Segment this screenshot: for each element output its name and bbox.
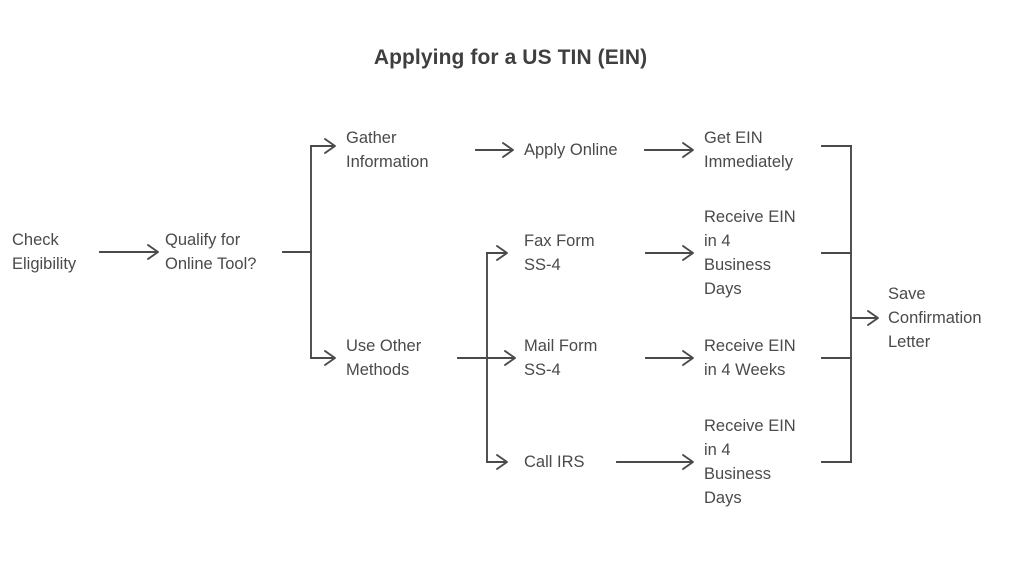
edge-mail-to-receive-arrowhead xyxy=(682,350,694,366)
node-receive-ein-call[interactable]: Receive EIN in 4 Business Days xyxy=(704,417,796,507)
node-apply-online[interactable]: Apply Online xyxy=(524,141,618,159)
edge-split-to-other-arrowhead xyxy=(324,350,336,366)
edge-split2-to-fax-arrowhead xyxy=(496,245,508,261)
node-qualify-online[interactable]: Qualify for Online Tool? xyxy=(165,231,257,273)
page-title: Applying for a US TIN (EIN) xyxy=(373,46,648,69)
node-use-other-methods[interactable]: Use Other Methods xyxy=(346,337,422,379)
edge-fax-to-receive-arrowhead xyxy=(682,245,694,261)
node-get-ein-immediately[interactable]: Get EIN Immediately xyxy=(704,129,793,171)
edge-split2-to-call-arrowhead xyxy=(496,454,508,470)
node-call-irs[interactable]: Call IRS xyxy=(524,453,585,471)
edge-split-to-gather-arrowhead xyxy=(324,138,336,154)
node-receive-ein-fax[interactable]: Receive EIN in 4 Business Days xyxy=(704,208,796,298)
edge-call-to-receive-arrowhead xyxy=(682,454,694,470)
edge-apply-to-getein-arrowhead xyxy=(682,142,694,158)
node-mail-form[interactable]: Mail Form SS-4 xyxy=(524,337,598,379)
node-save-confirmation[interactable]: Save Confirmation Letter xyxy=(888,285,982,351)
edge-merge-to-save-arrowhead xyxy=(867,310,879,326)
node-receive-ein-mail[interactable]: Receive EIN in 4 Weeks xyxy=(704,337,796,379)
edge-other-to-split2-arrowhead xyxy=(504,350,516,366)
edge-gather-to-apply-arrowhead xyxy=(502,142,514,158)
node-fax-form[interactable]: Fax Form SS-4 xyxy=(524,232,595,274)
node-check-eligibility[interactable]: Check Eligibility xyxy=(12,231,77,273)
node-gather-information[interactable]: Gather Information xyxy=(346,129,429,171)
edge-check-to-qualify-arrowhead xyxy=(147,244,159,260)
